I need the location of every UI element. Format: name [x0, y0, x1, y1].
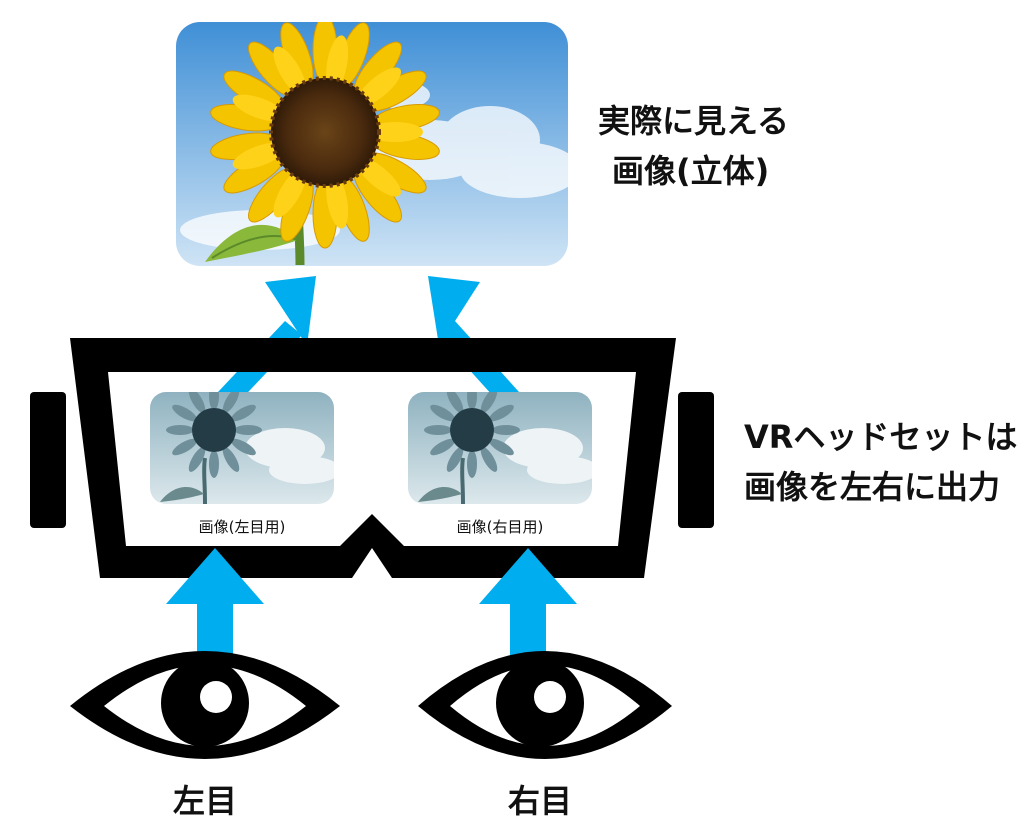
right-strap [678, 392, 714, 528]
headset-label-line1: VRヘッドセットは [744, 418, 1018, 456]
arrow-up-icon [166, 548, 264, 664]
right-image-label: 画像(右目用) [456, 518, 544, 536]
left-image-label: 画像(左目用) [198, 518, 286, 536]
eye-icon [418, 651, 672, 759]
left-eye-label: 左目 [172, 782, 237, 820]
sunflower-petals [210, 22, 440, 249]
vr-headset-icon [70, 338, 676, 578]
result-label-line1: 実際に見える [598, 102, 790, 140]
right-eye-label: 右目 [507, 782, 572, 820]
headset-label-line2: 画像を左右に出力 [744, 468, 1001, 506]
left-eye-image [150, 392, 334, 504]
left-strap [30, 392, 66, 528]
right-eye-image [408, 392, 592, 504]
result-label-line2: 画像(立体) [612, 152, 770, 190]
eye-icon [70, 651, 340, 759]
result-photo [176, 22, 568, 266]
arrow-up-icon [479, 548, 577, 664]
